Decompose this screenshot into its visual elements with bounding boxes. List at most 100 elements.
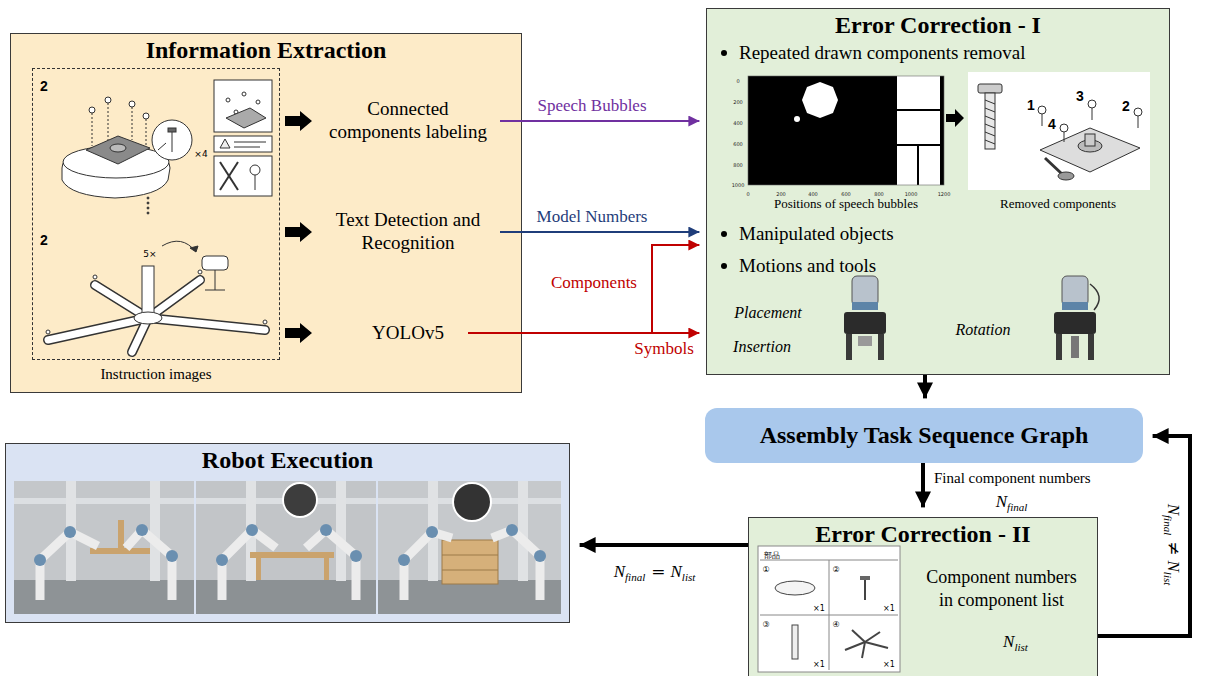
text-wrap: Robot Execution xyxy=(6,447,569,474)
edge-label-wrap: Symbols xyxy=(634,339,694,359)
connector-arrow xyxy=(921,463,925,507)
axis-tick: 0 xyxy=(746,191,749,197)
label-wrap: 5× xyxy=(143,243,156,261)
label-wrap: 4 xyxy=(1048,115,1056,133)
axis-tick: 400 xyxy=(733,120,743,126)
math-operator: ≠ xyxy=(1164,541,1184,555)
label-wrap: ×4 xyxy=(194,143,207,161)
label-wrap: 600 xyxy=(733,132,743,150)
connector-arrow xyxy=(500,231,699,233)
label-wrap: 2 xyxy=(40,77,48,95)
label-wrap: ① xyxy=(762,558,769,576)
label-wrap: 200 xyxy=(733,90,743,108)
callout-number: 3 xyxy=(1076,88,1084,104)
text-wrap: Component numbers in component list xyxy=(924,566,1079,611)
image-caption: Removed components xyxy=(1000,196,1116,211)
text-wrap: Error Correction - I xyxy=(707,12,1169,39)
image-caption: Positions of speech bubbles xyxy=(774,196,918,211)
label-wrap: 2 xyxy=(1122,97,1130,115)
label-wrap: 400 xyxy=(733,111,743,129)
connector-arrow xyxy=(923,375,927,398)
edge-label: Symbols xyxy=(634,339,694,358)
edge-label-wrap: Speech Bubbles xyxy=(537,96,646,116)
stage-panel: Information ExtractionInstruction images… xyxy=(10,33,522,393)
panel-title: Error Correction - I xyxy=(835,12,1041,38)
part-number: ④ xyxy=(832,620,839,629)
method-text: Text Detection and Recognition xyxy=(323,209,493,255)
label-wrap: ×1 xyxy=(813,597,825,615)
frame-caption: Instruction images xyxy=(100,366,211,382)
callout-number: 4 xyxy=(1048,116,1056,132)
label-wrap: 800 xyxy=(733,153,743,171)
axis-tick: 800 xyxy=(733,162,743,168)
panel-title: Error Correction - II xyxy=(815,521,1030,547)
graph-box: Assembly Task Sequence Graph xyxy=(705,408,1143,463)
edge-label: Components xyxy=(551,273,637,292)
math-symbol: N xyxy=(614,562,625,581)
label-wrap: Insertion xyxy=(733,338,791,356)
label-wrap: 0 xyxy=(746,182,749,200)
text-wrap: Information Extraction xyxy=(11,37,521,64)
method-label: Text Detection and Recognition xyxy=(316,205,500,259)
connector-arrow xyxy=(500,120,699,122)
label-wrap: ×1 xyxy=(883,597,895,615)
connector-arrow xyxy=(1098,436,1190,636)
edge-label: Final component numbers xyxy=(934,470,1091,486)
label-wrap: ×1 xyxy=(813,653,825,671)
description-text: Component numbers in component list xyxy=(926,567,1077,610)
label-wrap: Removed components xyxy=(1000,194,1116,212)
text-wrap: Error Correction - II xyxy=(749,521,1097,548)
method-text: YOLOv5 xyxy=(372,322,444,345)
math-subscript: final xyxy=(1162,515,1174,535)
text-wrap: Instruction images xyxy=(33,365,279,383)
bullet-text: Motions and tools xyxy=(739,255,876,276)
quantity: ×1 xyxy=(813,604,825,613)
formula-wrap: Nfinal=Nlist xyxy=(614,561,697,583)
label-wrap: 部品 xyxy=(764,544,780,562)
label-wrap: ×1 xyxy=(883,653,895,671)
bullet-text: Manipulated objects xyxy=(739,223,894,244)
stage-panel: Error Correction - II Component numbers i… xyxy=(748,517,1098,676)
math-subscript: final xyxy=(625,571,645,583)
label-wrap: ② xyxy=(832,558,839,576)
step-number: 2 xyxy=(40,78,48,94)
quantity: ×1 xyxy=(813,660,825,669)
label-wrap: Positions of speech bubbles xyxy=(774,194,918,212)
edge-label-wrap: Model Numbers xyxy=(537,207,648,227)
label-wrap: 0 xyxy=(736,69,739,87)
label-wrap: Rotation xyxy=(955,321,1010,339)
axis-tick: 1000 xyxy=(732,182,745,188)
quantity: ×1 xyxy=(883,604,895,613)
math-symbol: N xyxy=(1164,560,1183,571)
edge-label-wrap: Final component numbers xyxy=(934,469,1091,487)
math-symbol: N xyxy=(670,562,681,581)
part-number: ② xyxy=(832,565,839,574)
math-subscript: list xyxy=(1162,572,1174,585)
quantity: 5× xyxy=(143,249,156,259)
text-wrap: Motions and tools xyxy=(739,255,876,278)
step-number: 2 xyxy=(40,232,48,248)
callout-number: 2 xyxy=(1122,98,1130,114)
panel-title: Robot Execution xyxy=(202,447,373,473)
connector-arrow xyxy=(580,543,748,547)
quantity: ×1 xyxy=(883,660,895,669)
motion-label: Rotation xyxy=(955,321,1010,338)
axis-tick: 0 xyxy=(736,78,739,84)
image-frame: Instruction images xyxy=(32,68,280,360)
part-number: ③ xyxy=(762,620,769,629)
label-wrap: 2 xyxy=(40,231,48,249)
math-subscript: final xyxy=(1007,501,1027,513)
axis-tick: 1200 xyxy=(938,191,951,197)
text-wrap: Repeated drawn components removal xyxy=(739,42,1025,65)
label-wrap: 3 xyxy=(1076,87,1084,105)
formula-wrap: Nfinal xyxy=(996,492,1029,513)
callout-number: 1 xyxy=(1027,97,1035,113)
text-wrap: Manipulated objects xyxy=(739,223,894,246)
part-number: ① xyxy=(762,565,769,574)
list-heading: 部品 xyxy=(764,551,780,560)
graph-title: Assembly Task Sequence Graph xyxy=(760,422,1089,449)
formula-wrap: Nfinal≠Nlist xyxy=(1162,504,1184,587)
method-label: Connected components labeling xyxy=(316,95,500,147)
edge-label: Model Numbers xyxy=(537,207,648,226)
edge-label: Speech Bubbles xyxy=(537,96,646,115)
